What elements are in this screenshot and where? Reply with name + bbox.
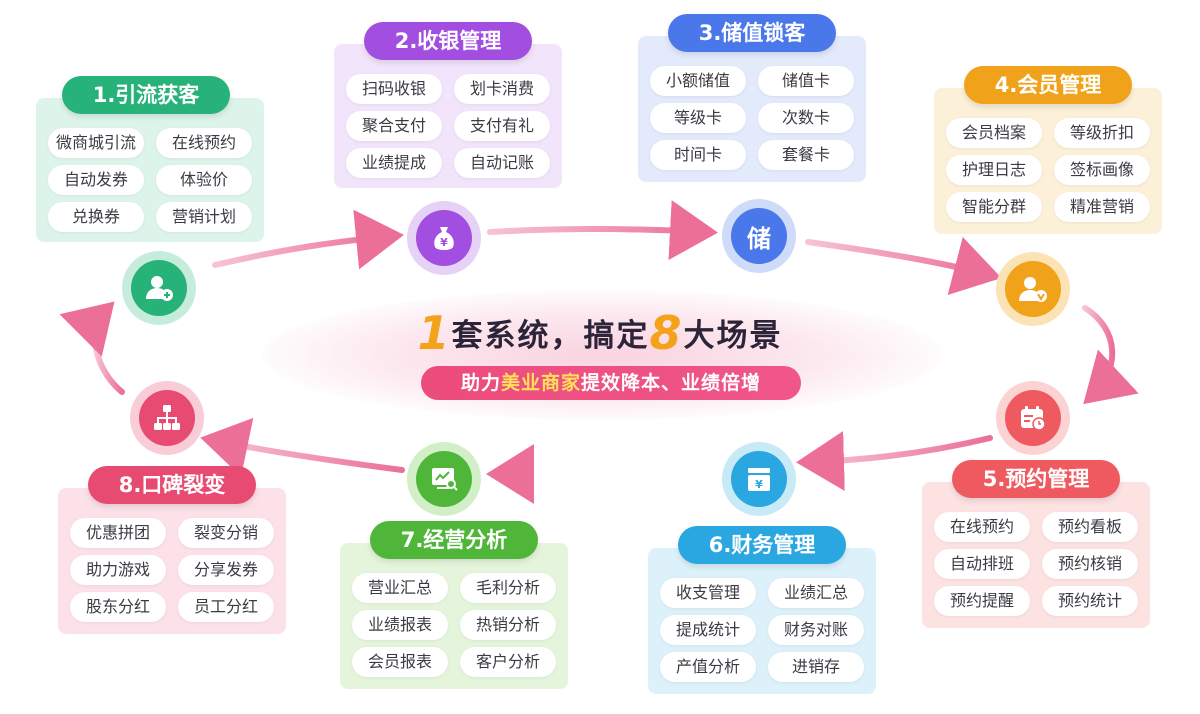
feature-chip: 营业汇总 bbox=[352, 573, 448, 603]
feature-chip: 客户分析 bbox=[460, 647, 556, 677]
feature-chip: 预约看板 bbox=[1042, 512, 1138, 542]
feature-chip: 业绩汇总 bbox=[768, 578, 864, 608]
feature-chip: 热销分析 bbox=[460, 610, 556, 640]
feature-chip: 次数卡 bbox=[758, 103, 854, 133]
arrow-3-to-4 bbox=[805, 236, 1002, 295]
arrow-7-to-8 bbox=[200, 417, 405, 477]
feature-chip: 聚合支付 bbox=[346, 111, 442, 141]
feature-chip: 微商城引流 bbox=[48, 128, 144, 158]
feature-chip: 体验价 bbox=[156, 165, 252, 195]
svg-text:¥: ¥ bbox=[755, 478, 763, 491]
feature-chip: 小额储值 bbox=[650, 66, 746, 96]
feature-chip: 自动排班 bbox=[934, 549, 1030, 579]
feature-chip: 优惠拼团 bbox=[70, 518, 166, 548]
scenario-title-5: 5.预约管理 bbox=[952, 460, 1120, 498]
feature-chip: 会员档案 bbox=[946, 118, 1042, 148]
feature-chip: 预约核销 bbox=[1042, 549, 1138, 579]
feature-chip: 预约统计 bbox=[1042, 586, 1138, 616]
calendar-icon bbox=[1005, 390, 1061, 446]
headline-text-1: 套系统，搞定 bbox=[451, 318, 650, 354]
feature-chip: 提成统计 bbox=[660, 615, 756, 645]
feature-chip: 会员报表 bbox=[352, 647, 448, 677]
headline-number-8: 8 bbox=[649, 306, 684, 360]
stored-value-icon: 储 bbox=[731, 208, 787, 264]
arrow-8-to-1 bbox=[59, 301, 125, 395]
icon-halo-1 bbox=[122, 251, 196, 325]
feature-chip: 等级折扣 bbox=[1054, 118, 1150, 148]
icon-halo-2: ¥ bbox=[407, 201, 481, 275]
feature-chip: 支付有礼 bbox=[454, 111, 550, 141]
feature-chip: 裂变分销 bbox=[178, 518, 274, 548]
feature-chip: 收支管理 bbox=[660, 578, 756, 608]
scenario-title-3: 3.储值锁客 bbox=[668, 14, 836, 52]
feature-chip: 业绩提成 bbox=[346, 148, 442, 178]
user-add-icon bbox=[131, 260, 187, 316]
scenario-title-4: 4.会员管理 bbox=[964, 66, 1132, 104]
feature-chip: 在线预约 bbox=[934, 512, 1030, 542]
arrow-4-to-5 bbox=[1082, 305, 1139, 405]
svg-text:¥: ¥ bbox=[440, 236, 448, 249]
icon-halo-8 bbox=[130, 381, 204, 455]
feature-chip: 助力游戏 bbox=[70, 555, 166, 585]
feature-chip: 智能分群 bbox=[946, 192, 1042, 222]
member-vip-icon bbox=[1005, 261, 1061, 317]
arrow-2-to-3 bbox=[487, 200, 718, 261]
subtitle-part-3: 提效降本、业绩倍增 bbox=[581, 372, 762, 394]
feature-chip: 扫码收银 bbox=[346, 74, 442, 104]
scenario-title-7: 7.经营分析 bbox=[370, 521, 538, 559]
feature-chip: 兑换券 bbox=[48, 202, 144, 232]
icon-halo-5 bbox=[996, 381, 1070, 455]
headline-text-2: 大场景 bbox=[683, 318, 783, 354]
scenario-title-1: 1.引流获客 bbox=[62, 76, 230, 114]
feature-chip: 员工分红 bbox=[178, 592, 274, 622]
subtitle-highlight: 美业商家 bbox=[500, 372, 581, 394]
scenario-title-6: 6.财务管理 bbox=[678, 526, 846, 564]
feature-chip: 护理日志 bbox=[946, 155, 1042, 185]
headline: 1套系统，搞定8大场景 bbox=[400, 305, 800, 361]
headline-number-1: 1 bbox=[417, 306, 452, 360]
feature-chip: 储值卡 bbox=[758, 66, 854, 96]
feature-chip: 营销计划 bbox=[156, 202, 252, 232]
scenario-title-2: 2.收银管理 bbox=[364, 22, 532, 60]
feature-chip: 等级卡 bbox=[650, 103, 746, 133]
feature-chip: 精准营销 bbox=[1054, 192, 1150, 222]
icon-halo-3: 储 bbox=[722, 199, 796, 273]
feature-chip: 业绩报表 bbox=[352, 610, 448, 640]
scenario-title-8: 8.口碑裂变 bbox=[88, 466, 256, 504]
analytics-screen-icon bbox=[416, 451, 472, 507]
feature-chip: 划卡消费 bbox=[454, 74, 550, 104]
feature-chip: 分享发券 bbox=[178, 555, 274, 585]
feature-chip: 自动记账 bbox=[454, 148, 550, 178]
arrow-5-to-6 bbox=[796, 431, 993, 491]
money-bag-icon: ¥ bbox=[416, 210, 472, 266]
arrow-1-to-2 bbox=[212, 209, 404, 270]
subtitle-pill: 助力美业商家提效降本、业绩倍增 bbox=[421, 366, 801, 400]
share-network-icon bbox=[139, 390, 195, 446]
feature-chip: 产值分析 bbox=[660, 652, 756, 682]
feature-chip: 毛利分析 bbox=[460, 573, 556, 603]
feature-chip: 在线预约 bbox=[156, 128, 252, 158]
icon-halo-6: ¥ bbox=[722, 442, 796, 516]
finance-box-icon: ¥ bbox=[731, 451, 787, 507]
feature-chip: 股东分红 bbox=[70, 592, 166, 622]
feature-chip: 财务对账 bbox=[768, 615, 864, 645]
feature-chip: 签标画像 bbox=[1054, 155, 1150, 185]
subtitle-part-1: 助力 bbox=[460, 372, 501, 394]
icon-halo-4 bbox=[996, 252, 1070, 326]
stored-value-glyph: 储 bbox=[747, 224, 771, 253]
feature-chip: 进销存 bbox=[768, 652, 864, 682]
feature-chip: 套餐卡 bbox=[758, 140, 854, 170]
feature-chip: 自动发券 bbox=[48, 165, 144, 195]
icon-halo-7 bbox=[407, 442, 481, 516]
feature-chip: 时间卡 bbox=[650, 140, 746, 170]
feature-chip: 预约提醒 bbox=[934, 586, 1030, 616]
